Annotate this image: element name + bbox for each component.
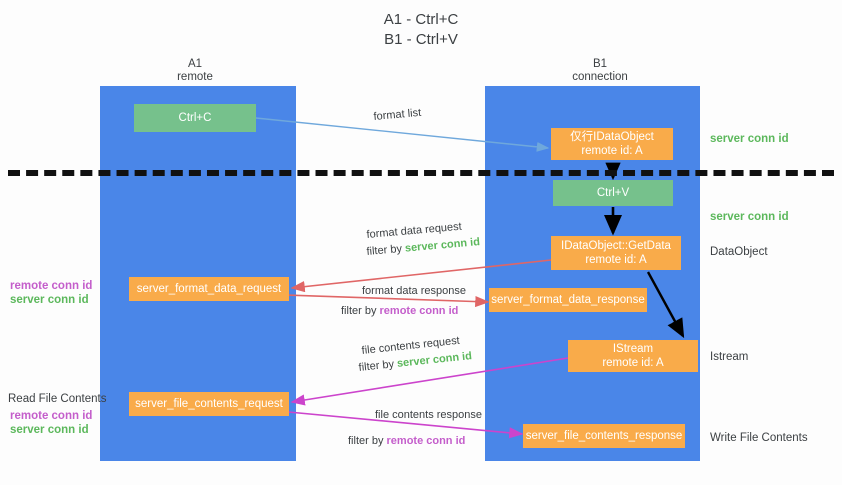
arrow-format-list: [255, 117, 550, 152]
column-header-b1: B1 connection: [535, 58, 665, 84]
filter-key-4: remote conn id: [386, 435, 466, 447]
right-label-dataobject: DataObject: [710, 246, 768, 258]
node-idataobject-copy[interactable]: 仅行IDataObject remote id: A: [551, 128, 673, 160]
node-istream-line-2: remote id: A: [602, 357, 664, 369]
filter-prefix-4: filter by: [348, 435, 387, 447]
node-istream-line-1: IStream: [612, 343, 654, 355]
right-label-server-conn-id-top: server conn id: [710, 133, 789, 145]
node-ctrl-v-line-1: Ctrl+V: [596, 187, 630, 199]
column-header-a1: A1 remote: [130, 58, 260, 84]
node-idataobject-copy-line-1: 仅行IDataObject: [570, 131, 654, 143]
node-server-format-data-response-line-1: server_format_data_response: [491, 294, 645, 306]
filter-key-2: remote conn id: [379, 305, 459, 317]
node-server-format-data-request[interactable]: server_format_data_request: [129, 277, 289, 301]
page-title: A1 - Ctrl+C B1 - Ctrl+V: [0, 10, 842, 50]
arrow-format-data-request: [290, 259, 552, 293]
node-idataobject-copy-line-2: remote id: A: [581, 145, 643, 157]
right-label-write-file-contents: Write File Contents: [710, 432, 808, 444]
title-line-2: B1 - Ctrl+V: [384, 31, 458, 48]
title-line-1: A1 - Ctrl+C: [383, 11, 459, 28]
edge-label-format-data-response: format data response: [362, 285, 466, 297]
node-server-file-contents-response-line-1: server_file_contents_response: [525, 430, 683, 442]
node-idataobject-getdata-line-2: remote id: A: [585, 254, 647, 266]
column-b1-name: B1: [592, 58, 608, 70]
phase-divider: [8, 170, 834, 176]
left-label-server-conn-id-2: server conn id: [10, 424, 89, 436]
right-label-istream: Istream: [710, 351, 749, 363]
node-server-format-data-response[interactable]: server_format_data_response: [489, 288, 647, 312]
node-server-format-data-request-line-1: server_format_data_request: [136, 283, 282, 295]
node-server-file-contents-request-line-1: server_file_contents_request: [135, 398, 283, 410]
filter-prefix-1: filter by: [366, 242, 406, 258]
column-a1-name: A1: [187, 58, 203, 70]
edge-label-file-contents-response: file contents response: [375, 409, 483, 421]
right-label-server-conn-id-mid: server conn id: [710, 211, 789, 223]
left-label-read-file-contents: Read File Contents: [8, 393, 107, 405]
node-ctrl-c[interactable]: Ctrl+C: [134, 104, 256, 132]
node-istream[interactable]: IStream remote id: A: [568, 340, 698, 372]
node-server-file-contents-response[interactable]: server_file_contents_response: [523, 424, 685, 448]
node-ctrl-v[interactable]: Ctrl+V: [553, 180, 673, 206]
node-server-file-contents-request[interactable]: server_file_contents_request: [129, 392, 289, 416]
filter-prefix-2: filter by: [341, 305, 380, 317]
arrow-file-contents-request: [290, 357, 569, 406]
node-idataobject-getdata[interactable]: IDataObject::GetData remote id: A: [551, 236, 681, 270]
filter-prefix-3: filter by: [358, 357, 398, 374]
node-ctrl-c-line-1: Ctrl+C: [178, 112, 212, 124]
left-label-server-conn-id-1: server conn id: [10, 294, 89, 306]
column-a1-sub: remote: [177, 71, 213, 83]
column-b1-sub: connection: [572, 71, 628, 83]
edge-label-file-contents-response-filter: filter by remote conn id: [348, 434, 465, 448]
left-label-remote-conn-id-1: remote conn id: [10, 280, 93, 292]
edge-label-format-data-response-filter: filter by remote conn id: [341, 304, 458, 318]
node-idataobject-getdata-line-1: IDataObject::GetData: [561, 240, 671, 252]
arrow-getdata-to-istream: [646, 271, 685, 339]
left-label-remote-conn-id-2: remote conn id: [10, 410, 93, 422]
